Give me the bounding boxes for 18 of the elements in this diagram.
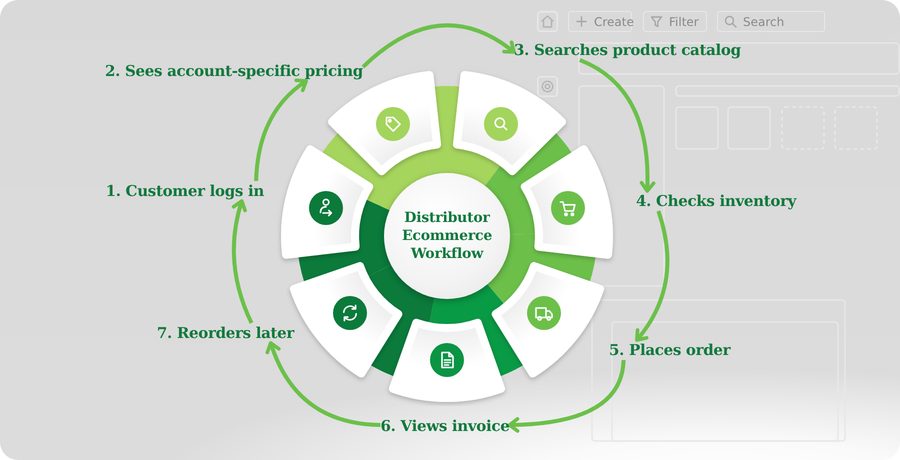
curved-arrow <box>232 199 254 324</box>
step-label: 3. Searches product catalog <box>514 40 741 60</box>
curved-arrow <box>266 341 381 427</box>
step-label: 6. Views invoice <box>380 416 510 436</box>
curved-arrow <box>635 210 670 342</box>
toolbar-button: Search <box>717 11 825 32</box>
step-label: 5. Places order <box>609 340 730 360</box>
curved-arrow <box>508 360 626 433</box>
toolbar-button: Create <box>568 11 632 32</box>
curved-arrow <box>362 23 516 68</box>
step-label: 4. Checks inventory <box>636 191 796 211</box>
toolbar-button: Filter <box>643 11 707 32</box>
step-label: 1. Customer logs in <box>106 181 264 201</box>
curved-arrow <box>578 58 656 193</box>
curved-arrow <box>254 78 308 182</box>
hub-title: Distributor Ecommerce Workflow <box>400 209 494 263</box>
step-label: 2. Sees account-specific pricing <box>105 61 363 81</box>
step-label: 7. Reorders later <box>156 323 294 343</box>
